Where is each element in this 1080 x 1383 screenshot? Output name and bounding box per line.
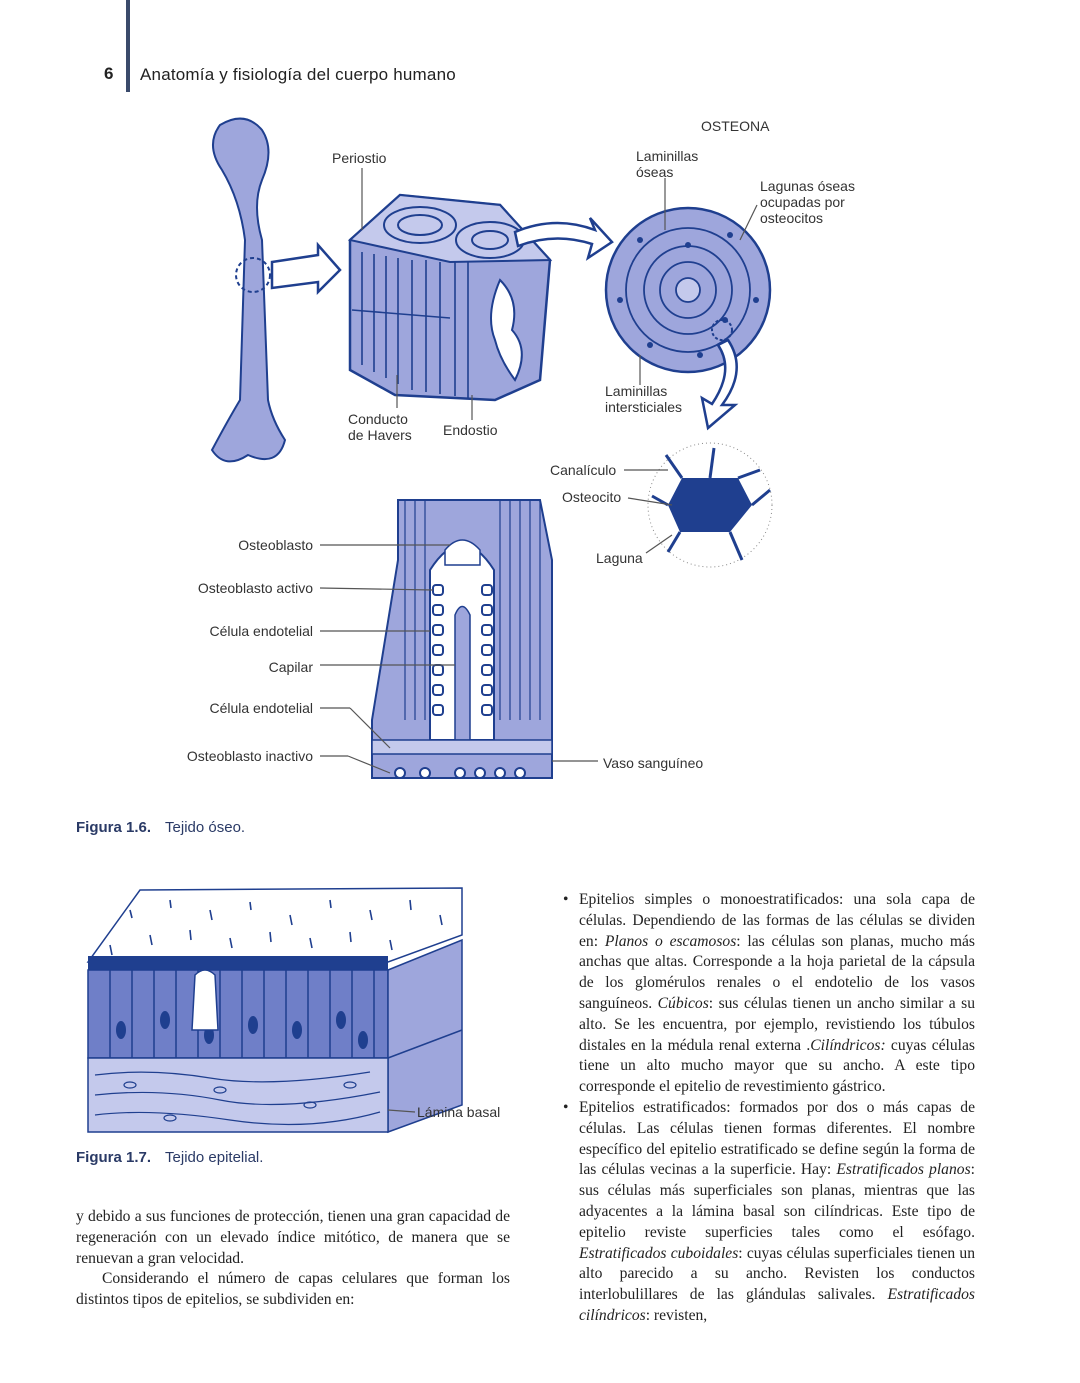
label-periostio: Periostio [332, 150, 387, 166]
label-celula-endotelial-1: Célula endotelial [209, 623, 313, 639]
label-osteoblasto-inactivo: Osteoblasto inactivo [186, 748, 313, 764]
figure-1-6-caption: Figura 1.6. Tejido óseo. [76, 819, 245, 836]
figure-1-7-number: Figura 1.7. [76, 1149, 152, 1166]
figure-1-7-illustration [86, 887, 463, 1134]
figure-1-6-title: Tejido óseo. [165, 819, 246, 836]
header-bar [126, 0, 130, 92]
running-title: Anatomía y fisiología del cuerpo humano [140, 65, 456, 84]
label-capilar: Capilar [268, 659, 313, 675]
paragraph-regeneracion: y debido a sus funciones de protección, … [76, 1208, 510, 1267]
label-laminillas-intersticiales: Laminillas intersticiales [605, 383, 683, 415]
label-osteoblasto: Osteoblasto [238, 537, 313, 553]
list-item-simples: Epitelios simples o monoestratificados: … [563, 890, 975, 1098]
label-osteoblasto-activo: Osteoblasto activo [197, 580, 313, 596]
label-osteocito: Osteocito [562, 489, 622, 505]
paragraph-capas: Considerando el número de capas celulare… [76, 1270, 510, 1309]
figure-1-6-illustration [210, 117, 773, 779]
label-conducto-havers: Conducto de Havers [348, 411, 412, 443]
label-lamina-basal: Lámina basal [417, 1104, 501, 1120]
label-osteona: OSTEONA [701, 118, 770, 134]
label-vaso-sanguineo: Vaso sanguíneo [603, 755, 704, 771]
figure-1-6-number: Figura 1.6. [76, 819, 152, 836]
page-number: 6 [104, 64, 114, 83]
label-endostio: Endostio [443, 422, 498, 438]
right-column-text: Epitelios simples o monoestratificados: … [563, 890, 975, 1327]
label-lagunas-oseas: Lagunas óseas ocupadas por osteocitos [760, 178, 855, 226]
label-laguna: Laguna [596, 550, 643, 566]
list-item-estratificados: Epitelios estratificados: formados por d… [563, 1098, 975, 1327]
label-laminillas-oseas: Laminillas óseas [636, 148, 699, 180]
figure-1-7-caption: Figura 1.7. Tejido epitelial. [76, 1149, 263, 1166]
label-celula-endotelial-2: Célula endotelial [209, 700, 313, 716]
figure-1-7-title: Tejido epitelial. [165, 1149, 264, 1166]
left-column-text: y debido a sus funciones de protección, … [76, 1207, 510, 1311]
label-canaliculo: Canalículo [550, 462, 617, 478]
epithelium-type-list: Epitelios simples o monoestratificados: … [563, 890, 975, 1327]
